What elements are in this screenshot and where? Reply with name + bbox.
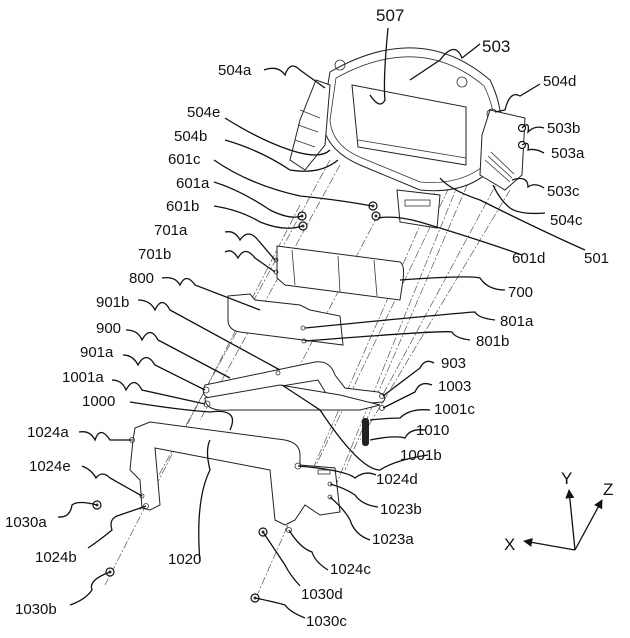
part-507-window [351,84,467,166]
label-1030c: 1030c [306,613,347,630]
part-1000-link [203,384,385,411]
label-800: 800 [129,270,154,287]
y-axis-label: Y [561,469,572,488]
label-504d: 504d [543,73,576,90]
part-700-plate [273,245,405,301]
label-1024c: 1024c [330,561,371,578]
label-1023b: 1023b [380,501,422,518]
label-507: 507 [376,6,404,25]
label-503b: 503b [547,120,580,137]
label-701b: 701b [138,246,171,263]
label-1030d: 1030d [301,586,343,603]
label-1000: 1000 [82,393,115,410]
label-1001b: 1001b [400,447,442,464]
label-601b: 601b [166,198,199,215]
y-axis-arrow [565,489,576,551]
label-1001a: 1001a [62,369,104,386]
label-1023a: 1023a [372,531,414,548]
label-1003: 1003 [438,378,471,395]
part-1010-spring [362,418,369,446]
label-1030b: 1030b [15,601,57,618]
screws-601 [297,201,381,231]
z-axis-arrow [574,499,603,551]
part-503-frame-unit [289,47,527,229]
label-1024d: 1024d [376,471,418,488]
label-701a: 701a [154,222,188,239]
part-1020-base-frame [129,421,341,533]
label-503a: 503a [551,145,585,162]
label-801a: 801a [500,313,534,330]
x-axis-arrow [523,537,576,551]
z-axis-label: Z [603,480,613,499]
label-601a: 601a [176,175,210,192]
coordinate-axes: Y Z X [504,469,613,554]
label-504b: 504b [174,128,207,145]
part-800-plate [227,293,344,346]
label-504a: 504a [218,62,252,79]
label-601c: 601c [168,151,201,168]
label-504e: 504e [187,104,220,121]
label-1010: 1010 [416,422,449,439]
label-503c: 503c [547,183,580,200]
label-1024a: 1024a [27,424,69,441]
label-503: 503 [482,37,510,56]
label-901b: 901b [96,294,129,311]
label-1020: 1020 [168,551,201,568]
part-900-link-arm [202,361,386,406]
label-901a: 901a [80,344,114,361]
label-700: 700 [508,284,533,301]
x-axis-label: X [504,535,515,554]
label-504c: 504c [550,212,583,229]
label-903: 903 [441,355,466,372]
label-1024b: 1024b [35,549,77,566]
label-900: 900 [96,320,121,337]
label-1024e: 1024e [29,458,71,475]
label-1030a: 1030a [5,514,47,531]
leader-lines [57,27,586,619]
label-1001c: 1001c [434,401,475,418]
reference-labels: 507 503 504a 504d 504e 504b 503b 503a 60… [5,6,609,630]
label-501: 501 [584,250,609,267]
label-601d: 601d [512,250,545,267]
label-801b: 801b [476,333,509,350]
